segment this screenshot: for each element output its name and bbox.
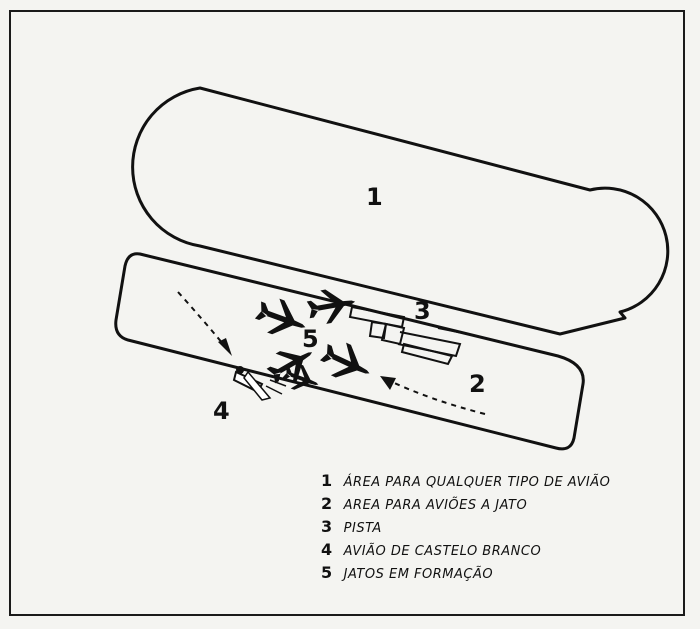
legend-text: ÁREA PARA QUALQUER TIPO DE AVIÃO — [343, 475, 611, 490]
jet-approach-path — [387, 379, 486, 415]
legend: 1 ÁREA PARA QUALQUER TIPO DE AVIÃO 2 ARE… — [321, 469, 671, 584]
legend-text: PISTA — [343, 521, 382, 536]
legend-number: 3 — [321, 517, 333, 536]
legend-item-1: 1 ÁREA PARA QUALQUER TIPO DE AVIÃO — [321, 469, 671, 492]
diagram-frame — [9, 10, 685, 616]
legend-number: 2 — [321, 494, 333, 513]
jet-approach-arrowhead — [380, 376, 396, 390]
legend-number: 5 — [321, 563, 333, 582]
area-1-outline — [131, 86, 670, 336]
label-jatos: 5 — [302, 325, 319, 353]
label-area-2: 2 — [469, 370, 486, 398]
area-2-outline — [114, 252, 585, 451]
legend-item-2: 2 AREA PARA AVIÕES A JATO — [321, 492, 671, 515]
label-pista: 3 — [414, 297, 431, 325]
legend-item-3: 3 PISTA — [321, 515, 671, 538]
castelo-branco-plane — [232, 366, 287, 401]
legend-text: AVIÃO DE CASTELO BRANCO — [343, 544, 542, 559]
legend-number: 4 — [321, 540, 333, 559]
pista-buildings — [348, 305, 469, 366]
legend-item-5: 5 JATOS EM FORMAÇÃO — [321, 561, 671, 584]
label-aviao-castelo-branco: 4 — [213, 397, 230, 425]
label-area-1: 1 — [366, 183, 383, 211]
legend-number: 1 — [321, 471, 333, 490]
legend-item-4: 4 AVIÃO DE CASTELO BRANCO — [321, 538, 671, 561]
legend-text: JATOS EM FORMAÇÃO — [343, 567, 494, 582]
legend-text: AREA PARA AVIÕES A JATO — [343, 498, 528, 513]
aviao-path-arrowhead — [218, 338, 232, 356]
